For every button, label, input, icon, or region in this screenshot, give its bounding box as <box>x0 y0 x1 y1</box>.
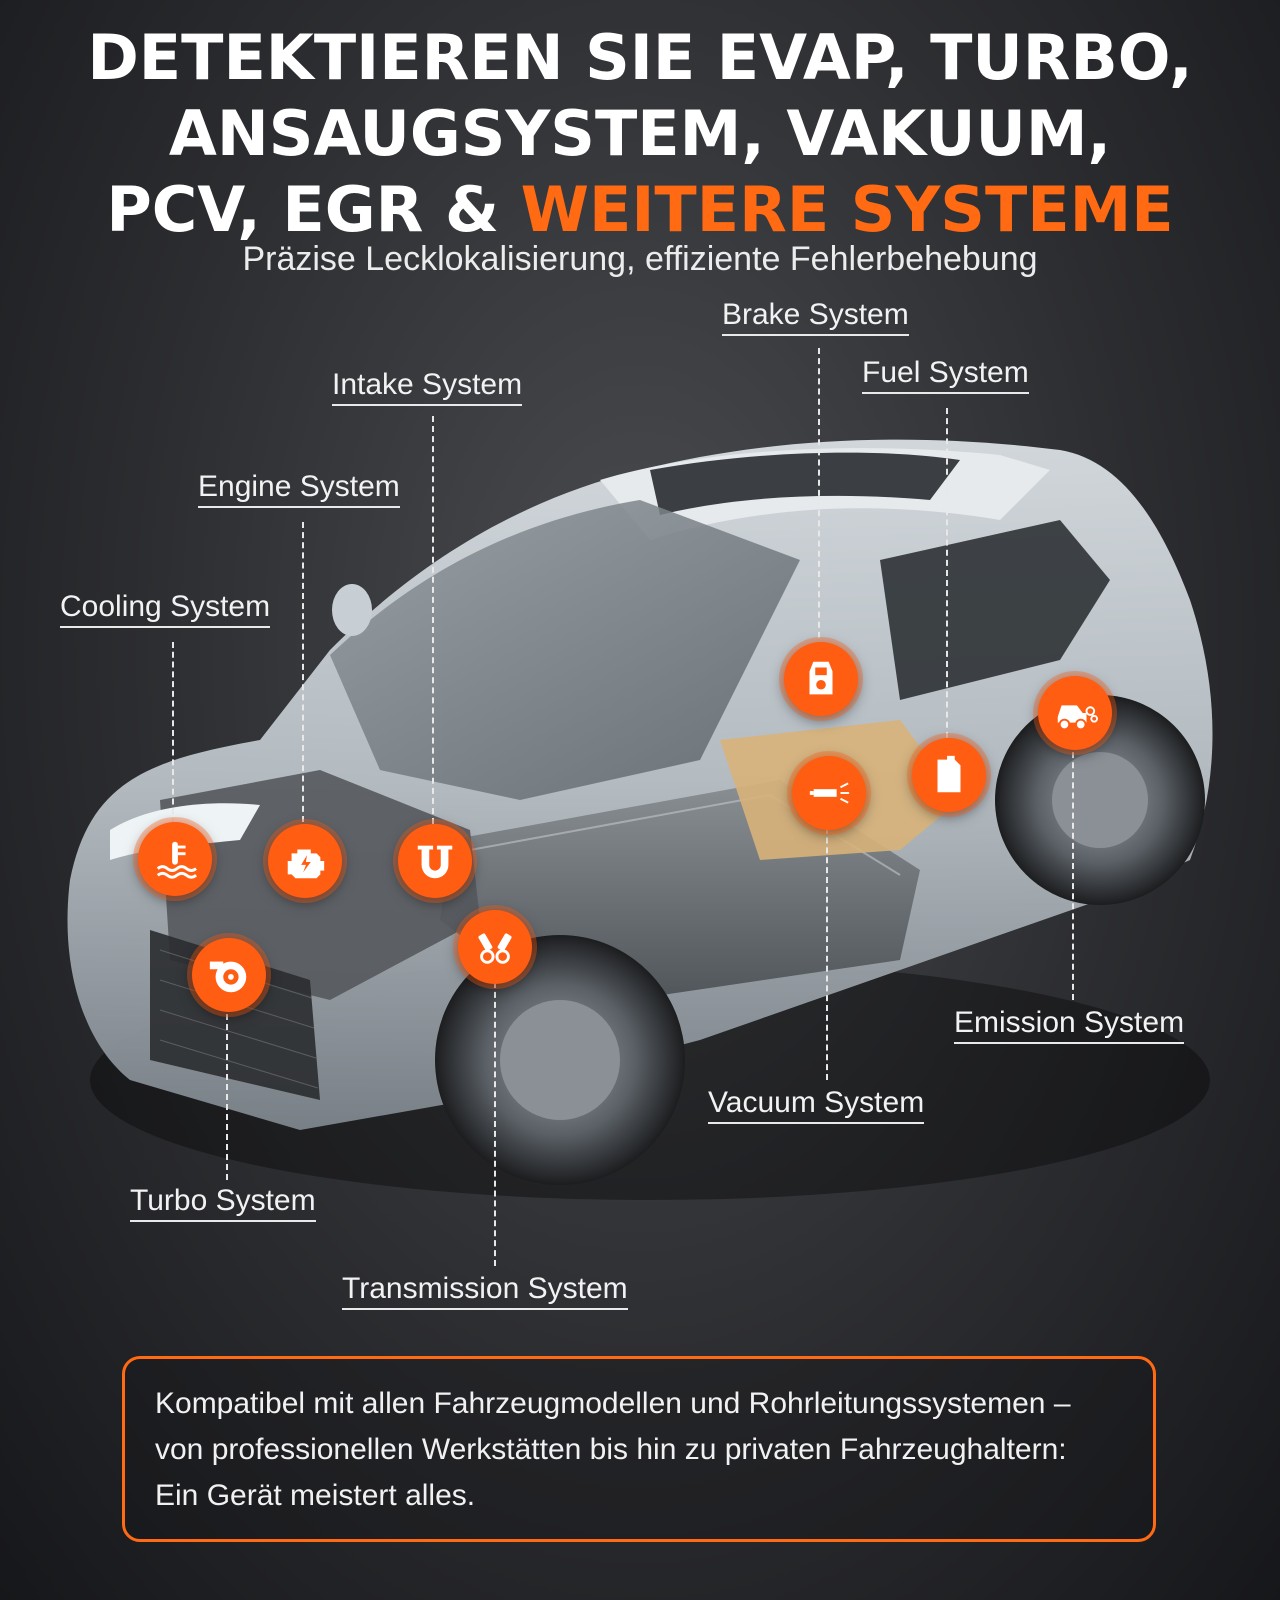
subtitle: Präzise Lecklokalisierung, effiziente Fe… <box>242 240 1038 278</box>
leader-intake <box>432 416 434 824</box>
hotspot-emission[interactable] <box>1038 676 1112 750</box>
leader-cooling <box>172 642 174 824</box>
headline-accent: WEITERE SYSTEME <box>520 173 1174 246</box>
hotspot-vacuum[interactable] <box>792 756 866 830</box>
hotspot-cooling[interactable] <box>138 822 212 896</box>
leader-emission <box>1072 732 1074 1000</box>
hotspot-turbo[interactable] <box>192 938 266 1012</box>
headline-line-1: DETEKTIEREN SIE EVAP, TURBO, <box>87 21 1193 94</box>
side-mirror <box>332 584 372 636</box>
fuel-icon <box>937 755 961 793</box>
leader-turbo <box>226 1004 228 1180</box>
label-intake-system: Intake System <box>332 368 523 406</box>
hotspot-fuel[interactable] <box>912 738 986 812</box>
leader-vacuum <box>826 808 828 1080</box>
leader-engine <box>302 522 304 822</box>
label-transmission-system: Transmission System <box>342 1272 628 1310</box>
emission-icon <box>1057 705 1098 731</box>
brake-icon <box>809 661 833 695</box>
hotspot-brake[interactable] <box>784 642 858 716</box>
info-line-1: Kompatibel mit allen Fahrzeugmodellen un… <box>155 1387 1071 1420</box>
label-emission-system: Emission System <box>954 1006 1185 1044</box>
leader-transmission <box>494 982 496 1266</box>
label-engine-system: Engine System <box>198 470 400 508</box>
turbo-icon <box>209 961 247 993</box>
engine-icon <box>287 849 325 879</box>
sunroof <box>650 452 960 515</box>
headline-line-3: PCV, EGR & WEITERE SYSTEME <box>0 172 1280 248</box>
leader-fuel <box>946 408 948 748</box>
hotspot-engine[interactable] <box>268 824 342 898</box>
headline-line-3-prefix: PCV, EGR & <box>106 173 521 246</box>
label-brake-system: Brake System <box>722 298 909 336</box>
windshield <box>330 500 800 800</box>
info-box: Kompatibel mit allen Fahrzeugmodellen un… <box>122 1356 1156 1542</box>
hotspot-transmission[interactable] <box>458 910 532 984</box>
vacuum-icon <box>809 782 850 804</box>
label-turbo-system: Turbo System <box>130 1184 316 1222</box>
headline: DETEKTIEREN SIE EVAP, TURBO, ANSAUGSYSTE… <box>0 20 1280 248</box>
label-cooling-system: Cooling System <box>60 590 271 628</box>
label-vacuum-system: Vacuum System <box>708 1086 925 1124</box>
transmission-icon <box>478 933 512 964</box>
leader-brake <box>818 348 820 648</box>
intake-icon <box>417 845 453 879</box>
side-window <box>880 520 1110 700</box>
headline-line-2: ANSAUGSYSTEM, VAKUUM, <box>168 97 1112 170</box>
cooling-icon <box>156 841 197 879</box>
hotspot-intake[interactable] <box>398 824 472 898</box>
label-fuel-system: Fuel System <box>862 356 1029 394</box>
info-line-3: Ein Gerät meistert alles. <box>155 1479 476 1512</box>
info-line-2: von professionellen Werkstätten bis hin … <box>155 1433 1067 1466</box>
